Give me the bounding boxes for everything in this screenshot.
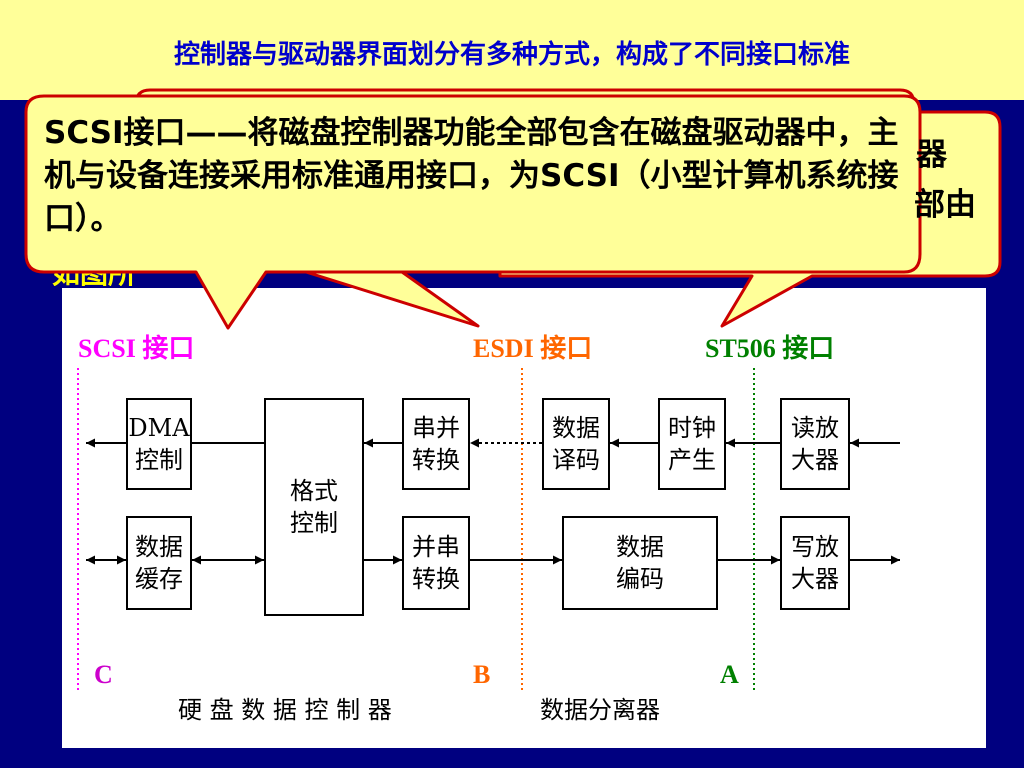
- clock-gen-block: 时钟 产生: [658, 398, 726, 490]
- serial-parallel-block: 串并 转换: [402, 398, 470, 490]
- data-decode-block: 数据 译码: [542, 398, 610, 490]
- diagram-lines: [77, 368, 900, 693]
- slide-title: 控制器与驱动器界面划分有多种方式，构成了不同接口标准: [173, 40, 850, 70]
- separator-caption: 数据分离器: [540, 696, 660, 724]
- write-amp-block: 写放 大器: [780, 516, 850, 610]
- main-callout-bubble: [24, 94, 922, 330]
- title-bar: [0, 0, 1024, 100]
- read-amp-block: 读放 大器: [780, 398, 850, 490]
- dma-control-block: DMA 控制: [126, 398, 192, 490]
- data-buffer-block: 数据 缓存: [126, 516, 192, 610]
- parallel-serial-block: 并串 转换: [402, 516, 470, 610]
- back-callout-line-1: 器: [916, 137, 947, 173]
- point-b-label: B: [473, 660, 491, 689]
- scsi-interface-label: SCSI 接口: [78, 334, 195, 363]
- format-control-block: 格式 控制: [264, 398, 364, 616]
- esdi-interface-label: ESDI 接口: [473, 334, 593, 363]
- data-encode-block: 数据 编码: [562, 516, 718, 610]
- st506-interface-label: ST506 接口: [705, 334, 835, 363]
- main-callout-text: SCSI接口——将磁盘控制器功能全部包含在磁盘驱动器中，主机与设备连接采用标准通…: [44, 115, 899, 237]
- point-c-label: C: [94, 660, 113, 689]
- disk-interface-diagram: SCSI 接口 ESDI 接口 ST506 接口 DMA 控制 格式 控制 串并…: [62, 288, 986, 748]
- controller-caption: 硬 盘 数 据 控 制 器: [178, 696, 392, 724]
- back-callout-line-2: 部由: [914, 187, 976, 223]
- point-a-label: A: [720, 660, 739, 689]
